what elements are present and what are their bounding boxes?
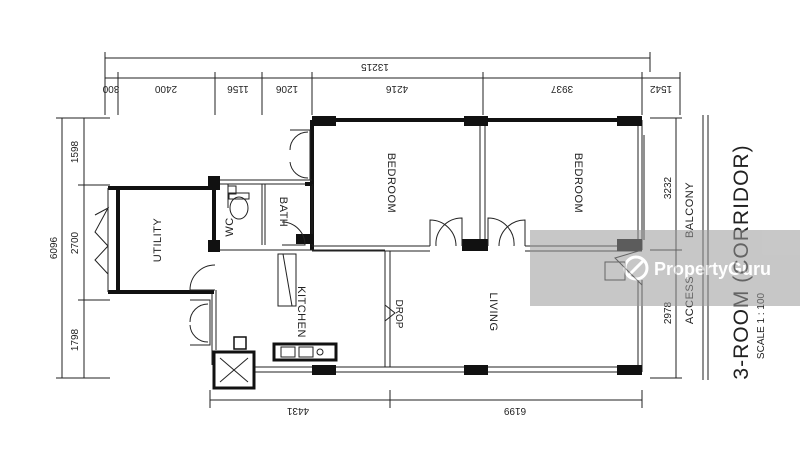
watermark: PropertyGuru — [530, 230, 800, 306]
dim-top-4216: 4216 — [385, 83, 408, 94]
dim-top-total: 13215 — [361, 61, 389, 72]
utility-label: UTILITY — [152, 218, 164, 263]
bottom-dimensions: 4431 6199 — [209, 390, 643, 416]
drop-label: DROP — [393, 300, 404, 329]
dim-left-1598: 1598 — [70, 140, 81, 163]
dim-top-2400: 2400 — [154, 83, 177, 94]
top-dimensions: 13215 300 2400 1156 1206 4216 3937 1542 — [102, 52, 681, 115]
plan-scale: SCALE 1 : 100 — [756, 292, 767, 359]
bedroom-1-label: BEDROOM — [385, 153, 397, 213]
dim-right-3232: 3232 — [663, 176, 674, 199]
wc-label: WC — [224, 217, 236, 236]
dim-top-3937: 3937 — [550, 83, 573, 94]
bath-label: BATH — [277, 197, 289, 228]
bedroom-2-label: BEDROOM — [572, 153, 584, 213]
dim-bottom-6199: 6199 — [503, 405, 526, 416]
dim-top-1156: 1156 — [227, 83, 249, 94]
dim-left-total: 6096 — [49, 236, 60, 259]
dim-left-1798: 1798 — [70, 328, 81, 351]
doors — [94, 129, 645, 346]
dim-bottom-4431: 4431 — [286, 405, 309, 416]
fixtures — [227, 185, 396, 362]
left-dimensions: 6096 1598 2700 1798 — [49, 117, 110, 379]
room-labels: BEDROOM BEDROOM UTILITY WC BATH KITCHEN … — [152, 153, 584, 338]
kitchen-label: KITCHEN — [295, 286, 307, 338]
dim-top-1206: 1206 — [275, 83, 298, 94]
balcony-label: BALCONY — [684, 182, 696, 238]
watermark-band — [530, 230, 800, 306]
dim-left-2700: 2700 — [70, 231, 81, 254]
watermark-logo-icon — [623, 255, 649, 281]
watermark-text: PropertyGuru — [654, 259, 771, 279]
living-label: LIVING — [487, 292, 499, 331]
dim-right-2978: 2978 — [663, 301, 674, 324]
dim-top-1542: 1542 — [649, 83, 672, 94]
dim-top-300: 300 — [102, 83, 119, 94]
